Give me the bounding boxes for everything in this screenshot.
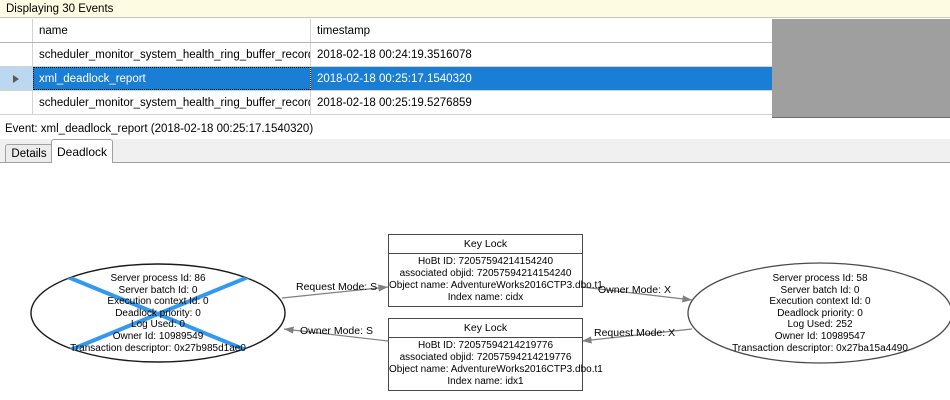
bottom-key-lock-node[interactable]: Key Lock HoBt ID: 72057594214219776 asso… xyxy=(388,318,603,391)
edge-label-right-request-bottom: Request Mode: X xyxy=(594,327,676,339)
top-key-lock-line-0: HoBt ID: 72057594214154240 xyxy=(417,256,554,267)
bottom-key-lock-line-1: associated objid: 72057594214219776 xyxy=(399,352,572,363)
deadlock-graph-svg xyxy=(30,262,950,364)
events-count-banner: Displaying 30 Events xyxy=(0,0,950,18)
top-key-lock-title: Key Lock xyxy=(389,235,582,254)
cell-event-name[interactable]: xml_deadlock_report xyxy=(33,67,311,90)
tab-strip: Details Deadlock xyxy=(0,139,950,163)
column-header-timestamp[interactable]: timestamp xyxy=(311,19,772,42)
bottom-key-lock-title: Key Lock xyxy=(389,319,582,338)
events-count-label: Displaying 30 Events xyxy=(6,2,114,15)
cell-event-timestamp[interactable]: 2018-02-18 00:25:19.5276859 xyxy=(317,96,472,109)
cell-event-timestamp[interactable]: 2018-02-18 00:25:17.1540320 xyxy=(311,67,772,90)
event-caption: Event: xml_deadlock_report (2018-02-18 0… xyxy=(0,119,950,139)
top-key-lock-line-3: Index name: cidx xyxy=(447,292,524,303)
cell-event-timestamp[interactable]: 2018-02-18 00:24:19.3516078 xyxy=(317,48,472,61)
table-row[interactable]: scheduler_monitor_system_health_ring_buf… xyxy=(0,91,772,115)
row-selector-triangle-icon xyxy=(13,74,19,83)
cell-event-name[interactable]: scheduler_monitor_system_health_ring_buf… xyxy=(33,91,311,114)
bottom-key-lock-line-2: Object name: AdventureWorks2016CTP3.dbo.… xyxy=(389,364,603,375)
table-row[interactable]: scheduler_monitor_system_health_ring_buf… xyxy=(0,43,772,67)
tab-deadlock[interactable]: Deadlock xyxy=(51,139,113,163)
bottom-key-lock-line-3: Index name: idx1 xyxy=(447,376,524,387)
table-row[interactable]: xml_deadlock_report 2018-02-18 00:25:17.… xyxy=(0,67,772,91)
top-key-lock-line-1: associated objid: 72057594214154240 xyxy=(399,268,572,279)
event-caption-label: Event: xml_deadlock_report (2018-02-18 0… xyxy=(5,123,314,135)
row-selector-cell[interactable] xyxy=(0,67,33,90)
events-grid-columns-area: name timestamp scheduler_monitor_system_… xyxy=(0,19,772,118)
edge-label-top-owner-right: Owner Mode: X xyxy=(598,284,671,296)
edge-left-request-top xyxy=(281,284,389,299)
victim-cross-mark-icon xyxy=(57,271,259,357)
edge-right-request-bottom xyxy=(581,328,693,344)
header-row-selector-cell xyxy=(0,19,33,42)
top-key-lock-node[interactable]: Key Lock HoBt ID: 72057594214154240 asso… xyxy=(388,234,603,307)
row-selector-cell[interactable] xyxy=(0,43,33,66)
events-grid[interactable]: name timestamp scheduler_monitor_system_… xyxy=(0,19,950,118)
bottom-key-lock-details: HoBt ID: 72057594214219776 associated ob… xyxy=(389,338,603,388)
row-selector-cell[interactable] xyxy=(0,91,33,114)
edge-bottom-owner-left xyxy=(283,326,389,342)
events-grid-header-row: name timestamp xyxy=(0,19,772,43)
edge-label-bottom-owner-left: Owner Mode: S xyxy=(300,325,373,337)
edge-top-owner-right xyxy=(581,286,693,303)
column-header-name[interactable]: name xyxy=(33,19,311,42)
deadlock-graph-canvas[interactable]: Server process Id: 86 Server batch Id: 0… xyxy=(0,162,950,400)
edge-label-left-request-top: Request Mode: S xyxy=(296,281,378,293)
top-key-lock-line-2: Object name: AdventureWorks2016CTP3.dbo.… xyxy=(389,280,603,291)
tab-details[interactable]: Details xyxy=(5,144,53,163)
right-process-ellipse xyxy=(687,262,950,364)
top-key-lock-details: HoBt ID: 72057594214154240 associated ob… xyxy=(389,254,603,304)
cell-event-name[interactable]: scheduler_monitor_system_health_ring_buf… xyxy=(33,43,311,66)
bottom-key-lock-line-0: HoBt ID: 72057594214219776 xyxy=(417,340,554,351)
